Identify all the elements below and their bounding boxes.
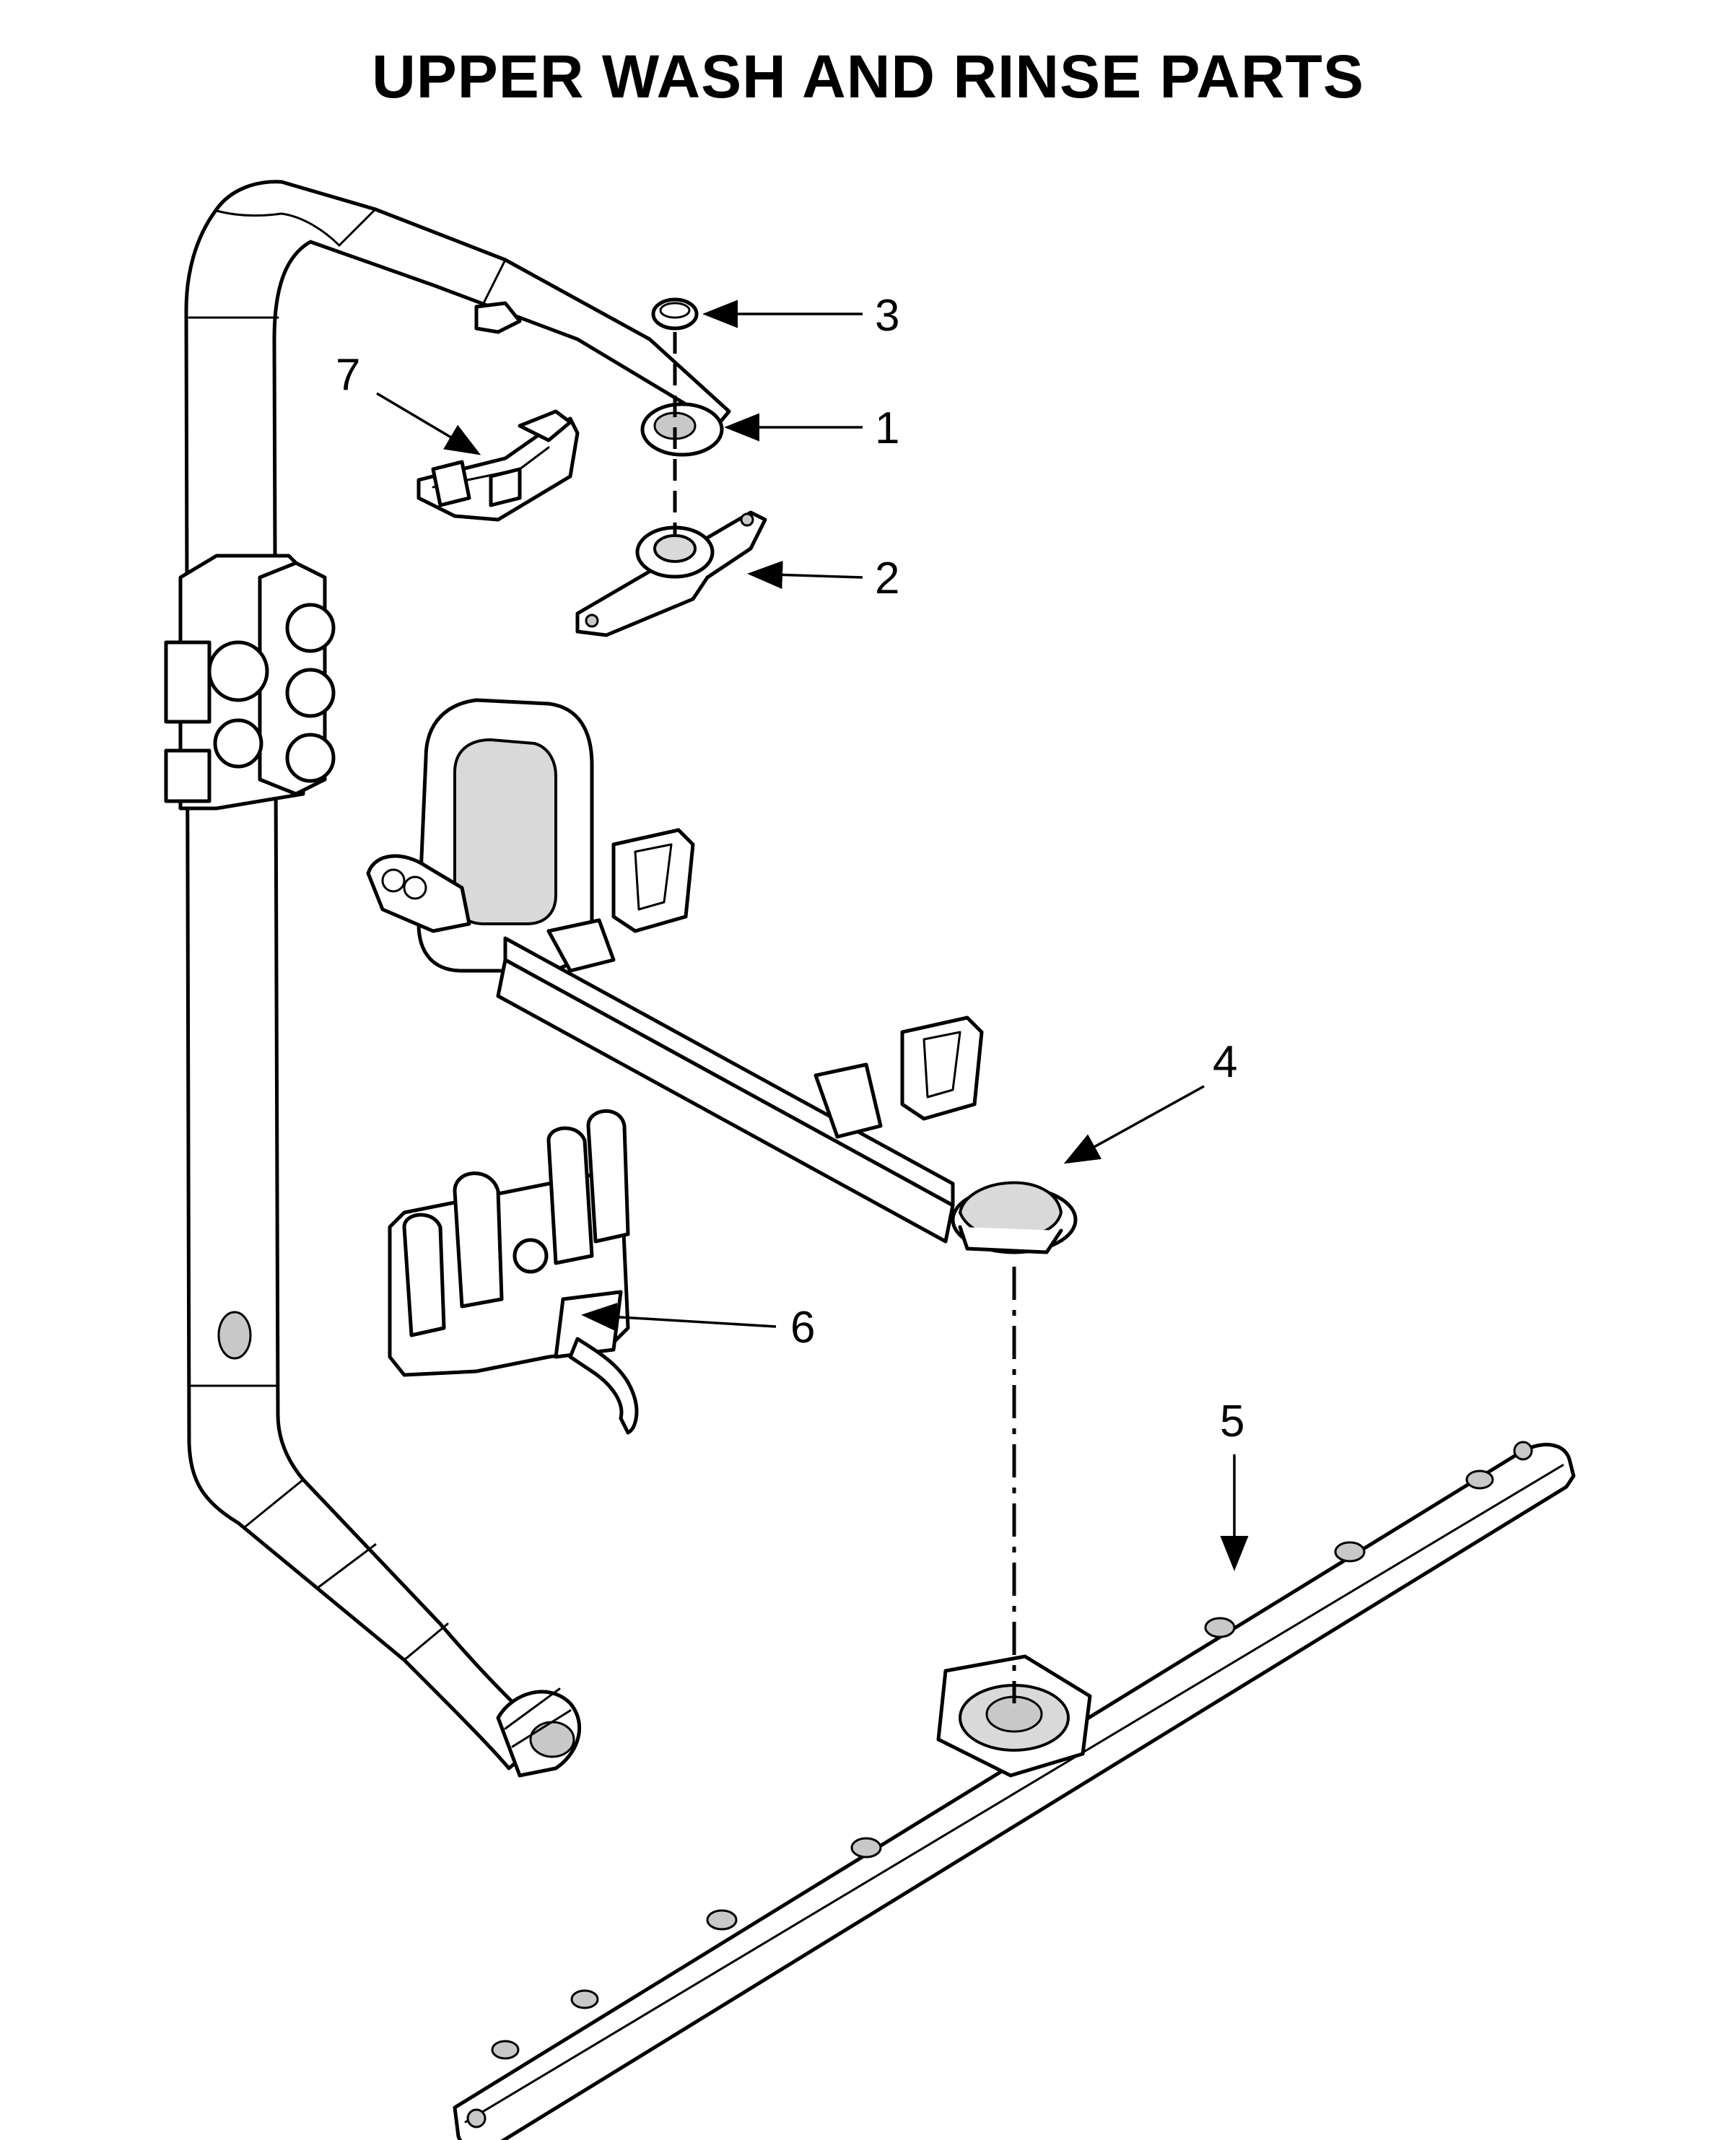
lower-spray-arm-part xyxy=(453,1441,1576,2140)
spray-deflector-part xyxy=(388,1109,639,1435)
diagram-title: UPPER WASH AND RINSE PARTS xyxy=(372,43,1364,110)
callout-7: 7 xyxy=(336,350,360,400)
callout-6: 6 xyxy=(790,1303,815,1353)
leader-line-7 xyxy=(376,392,481,455)
upper-spray-hub-part xyxy=(575,510,767,637)
callout-4: 4 xyxy=(1213,1037,1237,1087)
leader-line-4 xyxy=(1063,1085,1205,1164)
leader-line-2 xyxy=(747,560,863,590)
callout-5: 5 xyxy=(1220,1397,1244,1446)
bracket-part xyxy=(416,409,580,522)
callout-1: 1 xyxy=(875,403,899,453)
rack-spray-arm-part xyxy=(366,698,1078,1254)
cap-part xyxy=(651,297,699,331)
callout-3: 3 xyxy=(875,291,899,341)
tube-end-part xyxy=(640,402,724,457)
supply-tube-part xyxy=(164,180,731,1778)
callout-2: 2 xyxy=(875,554,899,603)
leader-line-6 xyxy=(581,1303,777,1332)
